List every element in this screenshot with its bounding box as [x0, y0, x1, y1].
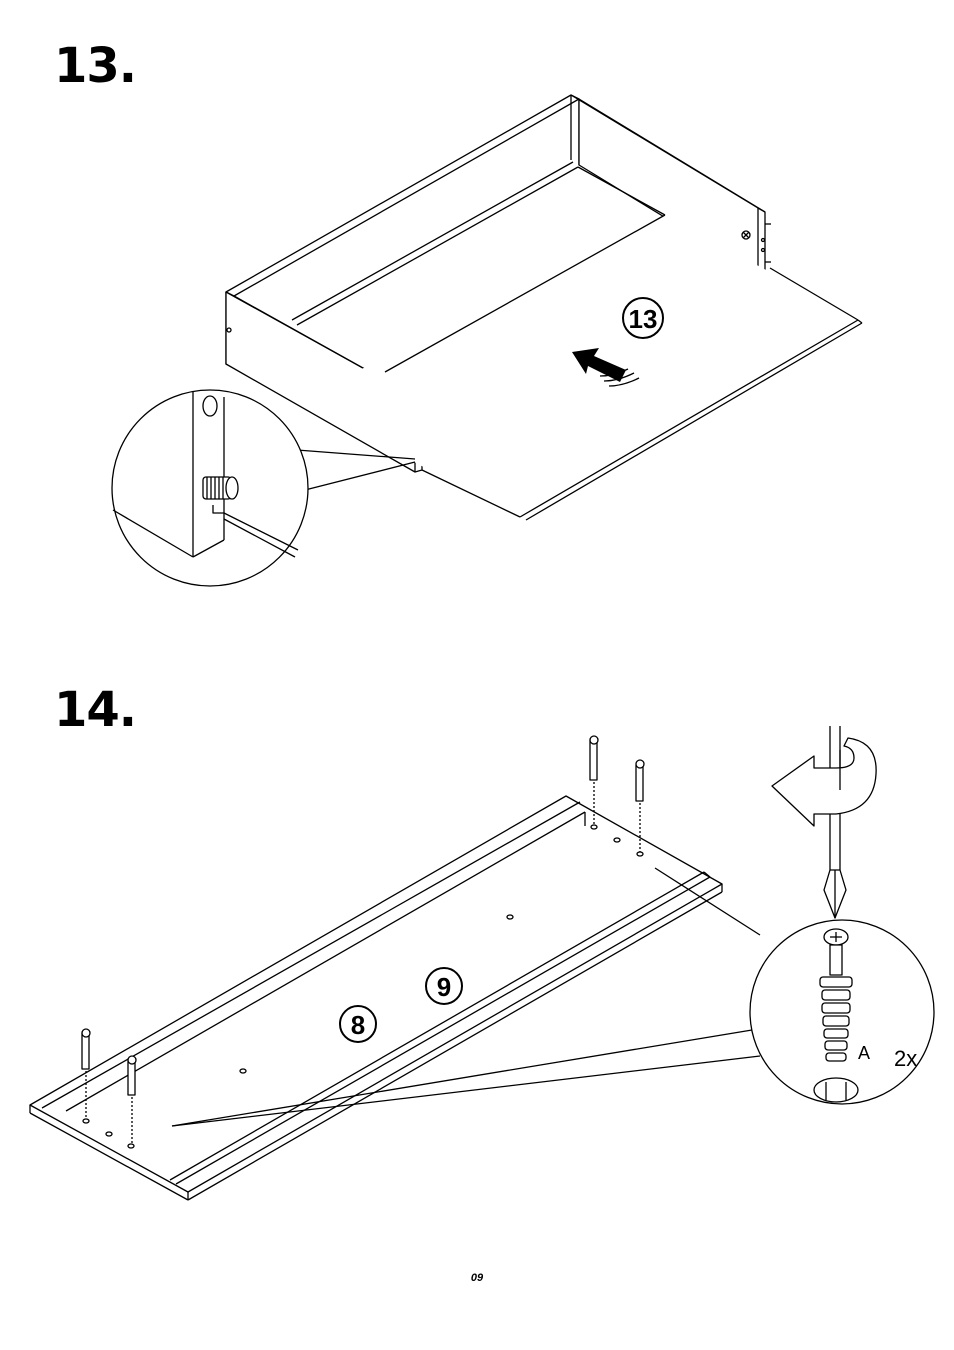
quantity-label: 2x — [894, 1046, 917, 1071]
step-13-illustration: 13 — [0, 80, 954, 620]
dowel-detail-magnifier — [112, 390, 308, 586]
part-9-label: 9 — [437, 972, 451, 1002]
part-13-label: 13 — [629, 304, 658, 334]
wooden-dowel-icon — [203, 477, 238, 499]
step-14-illustration: 8 9 A 2x — [0, 720, 954, 1220]
screwdriver-icon — [824, 726, 846, 918]
rotate-arrow-icon — [772, 738, 876, 826]
part-8-label: 8 — [351, 1010, 365, 1040]
page-number: 09 — [0, 1272, 954, 1284]
hardware-a-label: A — [858, 1043, 870, 1063]
bottom-panel — [292, 215, 862, 520]
panel-8 — [30, 796, 722, 1200]
cam-bolt-detail-magnifier — [750, 920, 934, 1104]
